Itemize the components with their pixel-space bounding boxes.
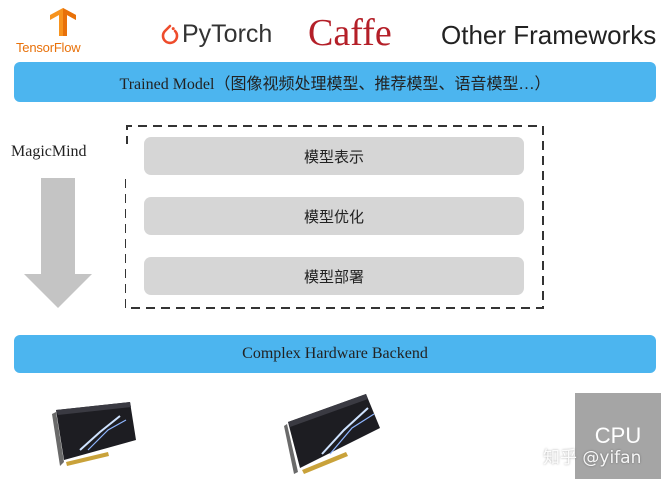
hardware-backend-bar: Complex Hardware Backend bbox=[14, 335, 656, 373]
stage-model-representation: 模型表示 bbox=[144, 137, 524, 175]
pytorch-logo: PyTorch bbox=[160, 20, 273, 54]
stage-model-optimization: 模型优化 bbox=[144, 197, 524, 235]
accelerator-card-icon bbox=[52, 402, 136, 466]
tensorflow-logo: TensorFlow bbox=[14, 8, 110, 56]
accelerator-card-icon bbox=[284, 394, 380, 474]
caffe-logo: Caffe bbox=[308, 12, 392, 54]
watermark: 知乎 @yifan bbox=[543, 448, 642, 468]
cpu-label: CPU bbox=[594, 423, 642, 448]
other-frameworks-label: Other Frameworks bbox=[441, 20, 657, 50]
stage-model-deployment: 模型部署 bbox=[144, 257, 524, 295]
down-arrow-icon bbox=[24, 178, 92, 308]
tensorflow-label: TensorFlow bbox=[16, 40, 81, 55]
trained-model-bar: Trained Model（图像视频处理模型、推荐模型、语音模型…） bbox=[14, 62, 656, 102]
magicmind-label: MagicMind bbox=[11, 143, 87, 160]
magicmind-pipeline-frame bbox=[125, 125, 544, 309]
pytorch-label: PyTorch bbox=[182, 20, 273, 48]
pytorch-logo-icon bbox=[161, 24, 179, 45]
tensorflow-logo-icon bbox=[50, 8, 76, 36]
cpu-box: CPU bbox=[575, 393, 661, 479]
